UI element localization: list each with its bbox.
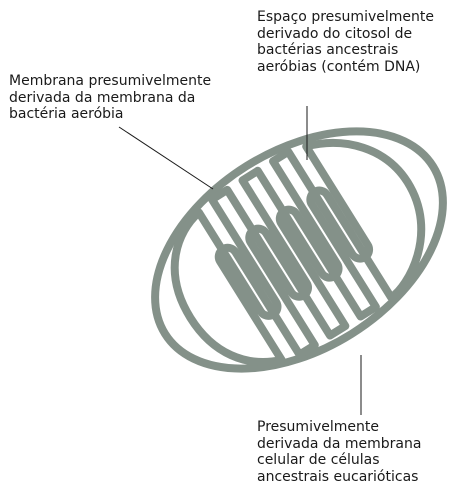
inner-membrane-cristae <box>143 107 450 394</box>
leader-line-inner-membrane <box>119 127 213 189</box>
mitochondrion <box>113 82 450 417</box>
